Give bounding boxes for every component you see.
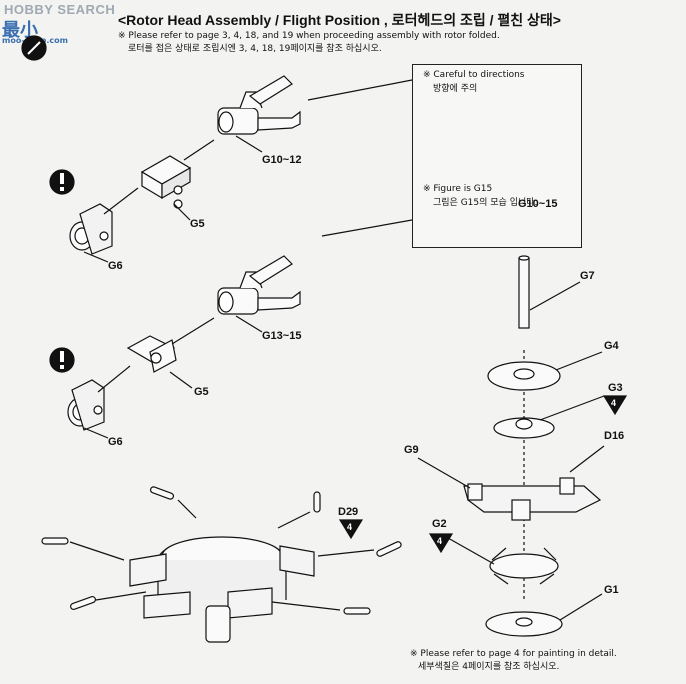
part-shaft	[518, 255, 530, 329]
callout-figure-en: ※ Figure is G15	[423, 184, 493, 194]
callout-careful-en: ※ Careful to directions	[423, 70, 525, 80]
part-clip-top	[140, 155, 192, 209]
part-arm-top	[217, 75, 301, 135]
part-base	[485, 611, 563, 637]
part-blade-assembly	[463, 477, 602, 521]
paint-note-en: ※ Please refer to page 4 for painting in…	[410, 649, 617, 659]
label-blade: G9	[404, 444, 419, 456]
label-hub: G3	[608, 382, 623, 394]
label-d29-num: 4	[347, 522, 353, 532]
part-gear-mid	[67, 379, 105, 431]
label-base: G1	[604, 584, 619, 596]
part-g2	[489, 547, 559, 585]
part-disk-top	[487, 361, 561, 391]
label-g2: G2	[432, 518, 447, 530]
watermark-text: HOBBY SEARCH	[4, 2, 116, 17]
label-disk-top: G4	[604, 340, 619, 352]
label-shaft: G7	[580, 270, 595, 282]
label-mid-clip: G5	[194, 386, 209, 398]
callout-figure-ko: 그림은 G15의 모습 입니다.	[433, 198, 538, 208]
direction-callout: ※ Careful to directions 방향에 주의 ※ Figure …	[412, 64, 582, 248]
refer-note-ko: 로터를 접은 상태로 조립시엔 3, 4, 18, 19페이지를 참조 하십시오…	[128, 44, 382, 54]
callout-careful-ko: 방향에 주의	[433, 84, 478, 94]
label-mid-gear: G6	[108, 436, 123, 448]
part-hub	[493, 417, 555, 439]
watermark-logo: 最小	[2, 20, 38, 41]
label-d29: D29	[338, 506, 359, 518]
label-top-gear: G6	[108, 260, 123, 272]
paint-note-ko: 세부색칠은 4페이지를 참조 하십시오.	[418, 662, 560, 672]
label-g2-num: 4	[437, 536, 443, 546]
part-arm-mid	[217, 255, 301, 315]
label-callout-part: G10~15	[518, 198, 558, 210]
label-top-clip: G5	[190, 218, 205, 230]
label-hub-num: 4	[611, 398, 617, 408]
part-clip-mid	[126, 335, 177, 373]
part-rotor-disk	[129, 536, 315, 643]
refer-note-en: ※ Please refer to page 3, 4, 18, and 19 …	[118, 31, 500, 41]
part-gear-top	[69, 203, 113, 255]
page-title: <Rotor Head Assembly / Flight Position ,…	[118, 12, 561, 28]
label-mid-arm: G13~15	[262, 330, 302, 342]
label-d16: D16	[604, 430, 625, 442]
label-top-arm: G10~12	[262, 154, 302, 166]
